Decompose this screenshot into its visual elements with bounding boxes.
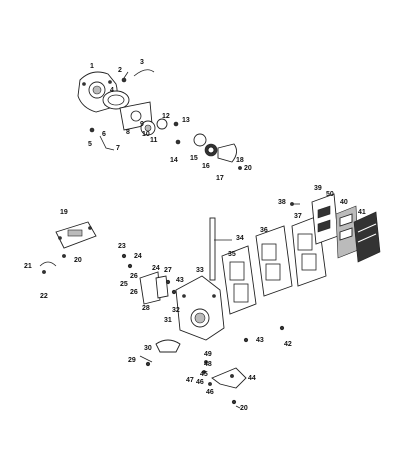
callout-20: 20 xyxy=(74,257,82,264)
callout-19: 19 xyxy=(60,209,68,216)
callout-28: 28 xyxy=(142,305,150,312)
callout-26: 26 xyxy=(130,273,138,280)
callout-4: 4 xyxy=(110,87,114,94)
callout-49: 49 xyxy=(204,351,212,358)
callout-12: 12 xyxy=(162,113,170,120)
callout-50: 50 xyxy=(326,191,334,198)
callout-26: 26 xyxy=(130,289,138,296)
leader-lines xyxy=(139,203,300,409)
impeller-part xyxy=(140,118,168,136)
intake-manifold-part xyxy=(175,275,225,341)
callout-2: 2 xyxy=(118,67,122,74)
callout-11: 11 xyxy=(150,137,158,144)
callout-15: 15 xyxy=(190,155,198,162)
callout-22: 22 xyxy=(40,293,48,300)
callout-36: 36 xyxy=(260,227,268,234)
callout-25: 25 xyxy=(120,281,128,288)
reed-plate-part xyxy=(255,225,293,297)
callout-23: 23 xyxy=(118,243,126,250)
callout-5: 5 xyxy=(88,141,92,148)
callout-41: 41 xyxy=(358,209,366,216)
callout-46: 46 xyxy=(196,379,204,386)
callout-33: 33 xyxy=(196,267,204,274)
callout-16: 16 xyxy=(202,163,210,170)
callout-17: 17 xyxy=(216,175,224,182)
callout-9: 9 xyxy=(140,121,144,128)
callout-labels: 1 2 3 4 5 6 7 8 9 10 11 12 13 14 15 16 1… xyxy=(24,59,366,412)
dowel-rod-part xyxy=(209,217,216,281)
callout-29: 29 xyxy=(128,357,136,364)
linkage-arm-part xyxy=(139,271,169,305)
callout-6: 6 xyxy=(102,131,106,138)
callout-3: 3 xyxy=(140,59,144,66)
callout-1: 1 xyxy=(90,63,94,70)
callout-27: 27 xyxy=(164,267,172,274)
callout-44: 44 xyxy=(248,375,256,382)
linkage-clip-part xyxy=(39,254,66,274)
reed-stop-part xyxy=(353,211,381,263)
callout-32: 32 xyxy=(172,307,180,314)
callout-24: 24 xyxy=(134,253,142,260)
gasket-manifold-part xyxy=(221,245,257,315)
bolts-hardware xyxy=(121,202,294,405)
callout-37: 37 xyxy=(294,213,302,220)
callout-20: 20 xyxy=(240,405,248,412)
callout-20: 20 xyxy=(244,165,252,172)
reed-block-part xyxy=(311,193,339,245)
callout-18: 18 xyxy=(236,157,244,164)
callout-10: 10 xyxy=(142,131,150,138)
callout-35: 35 xyxy=(228,251,236,258)
reed-valve-part xyxy=(335,205,359,259)
callout-8: 8 xyxy=(126,129,130,136)
throttle-lever-part xyxy=(211,367,247,389)
callout-7: 7 xyxy=(116,145,120,152)
callout-39: 39 xyxy=(314,185,322,192)
callout-31: 31 xyxy=(164,317,172,324)
callout-43: 43 xyxy=(176,277,184,284)
seal-ring-part xyxy=(193,133,218,157)
callout-30: 30 xyxy=(144,345,152,352)
cover-plate-part xyxy=(55,221,97,249)
callout-34: 34 xyxy=(236,235,244,242)
callout-45: 45 xyxy=(200,371,208,378)
callout-43: 43 xyxy=(256,337,264,344)
gasket-part xyxy=(102,90,130,110)
callout-40: 40 xyxy=(340,199,348,206)
hose-part xyxy=(99,69,155,151)
callout-42: 42 xyxy=(284,341,292,348)
callout-14: 14 xyxy=(170,157,178,164)
callout-38: 38 xyxy=(278,199,286,206)
bracket-part xyxy=(155,339,181,353)
cover-cup-part xyxy=(217,143,237,163)
callout-21: 21 xyxy=(24,263,32,270)
callout-48: 48 xyxy=(204,361,212,368)
callout-46: 46 xyxy=(206,389,214,396)
callout-24: 24 xyxy=(152,265,160,272)
callout-47: 47 xyxy=(186,377,194,384)
small-hardware xyxy=(89,71,242,170)
callout-13: 13 xyxy=(182,117,190,124)
